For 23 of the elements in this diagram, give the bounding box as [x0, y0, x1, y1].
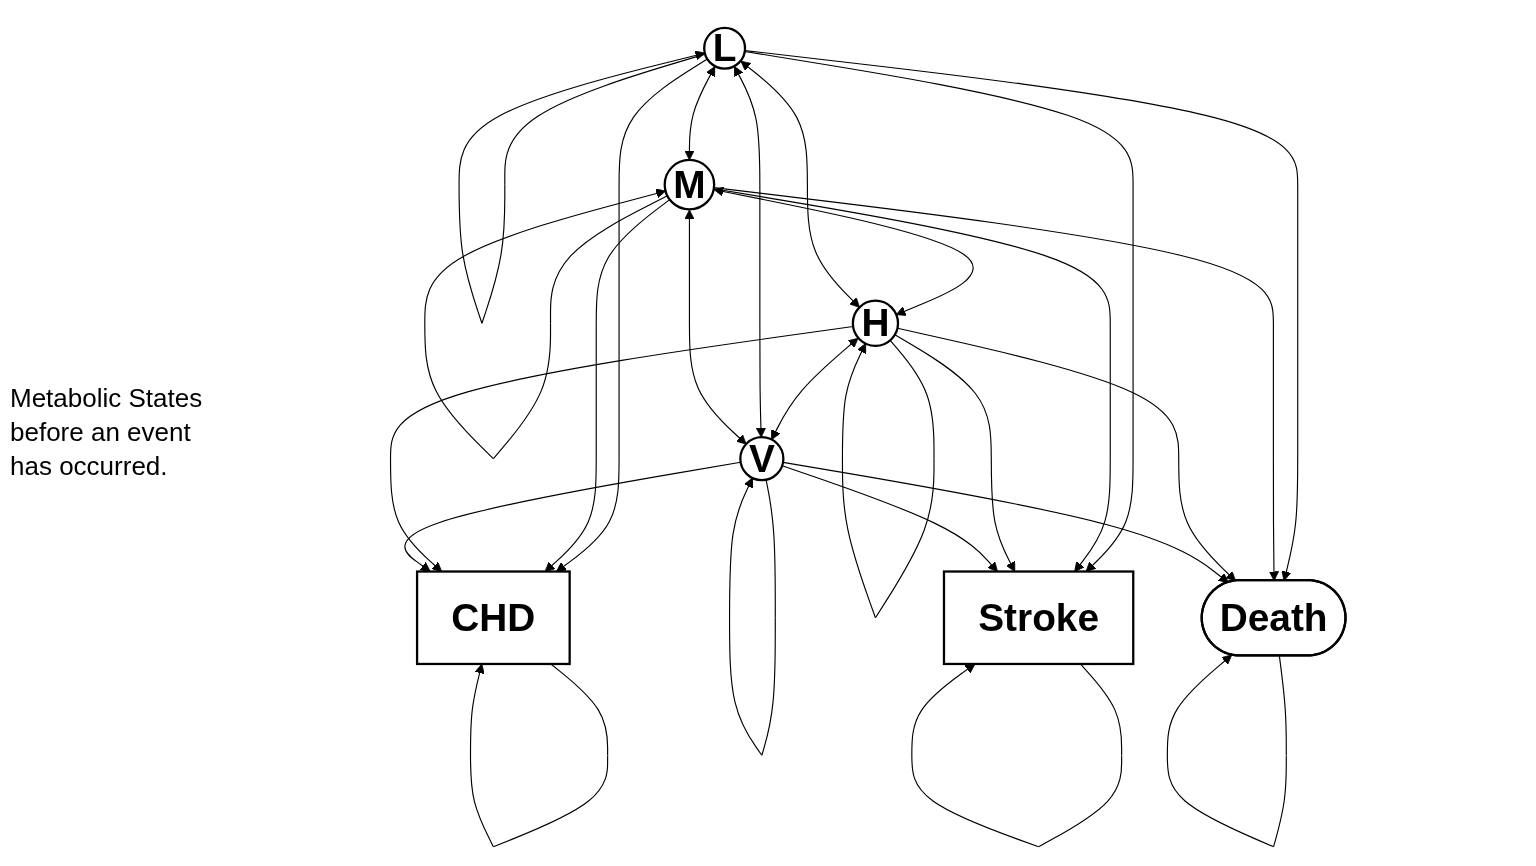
arrow	[771, 337, 859, 440]
arrow	[713, 187, 1279, 582]
arrow	[713, 188, 1111, 572]
arrow	[556, 58, 708, 572]
arrow	[713, 186, 974, 316]
node-circle: L	[703, 26, 747, 70]
arrow	[782, 461, 1229, 583]
node-circle: H	[851, 299, 900, 347]
node-box: Stroke	[942, 570, 1135, 666]
arrow	[684, 209, 747, 445]
arrow	[781, 465, 998, 572]
arrow	[734, 66, 766, 438]
arrow	[744, 50, 1134, 572]
arrow	[740, 60, 860, 308]
arrow	[684, 66, 716, 161]
arrow	[894, 334, 1016, 572]
arrow	[544, 199, 671, 572]
node-box: CHD	[415, 570, 571, 666]
arrow	[896, 327, 1236, 582]
node-circle: M	[663, 158, 716, 211]
arrow	[744, 50, 1299, 582]
note-text: Metabolic States before an event has occurred.	[10, 382, 204, 483]
node-circle: V	[739, 436, 785, 482]
